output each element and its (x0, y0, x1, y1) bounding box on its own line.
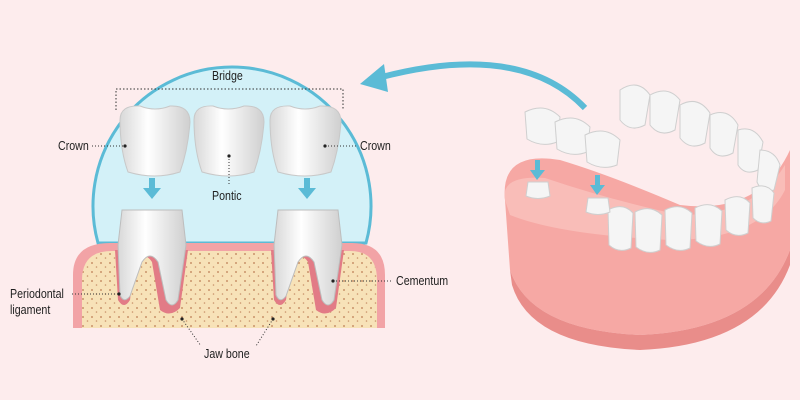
abutment-tooth-left (115, 209, 188, 314)
curved-arrow-icon (360, 61, 588, 111)
label-periodontal-ligament: Periodontal ligament (10, 286, 64, 318)
crown-right (269, 105, 342, 177)
label-jaw-bone: Jaw bone (204, 346, 250, 361)
arrow-down-icon (143, 178, 316, 199)
label-periodontal-line1: Periodontal (10, 286, 64, 301)
pontic-tooth (193, 105, 265, 177)
leader-dots (117, 144, 335, 321)
label-crown-right: Crown (360, 138, 391, 153)
label-pontic: Pontic (212, 188, 242, 203)
leader-lines (72, 145, 392, 347)
crown-left (119, 105, 191, 177)
denture-model (504, 84, 790, 350)
label-bridge: Bridge (212, 68, 243, 83)
label-cementum: Cementum (396, 273, 449, 288)
abutment-tooth-right (271, 209, 344, 314)
bridge-bracket (115, 88, 344, 110)
label-crown-left: Crown (58, 138, 89, 153)
label-periodontal-line2: ligament (10, 302, 51, 317)
